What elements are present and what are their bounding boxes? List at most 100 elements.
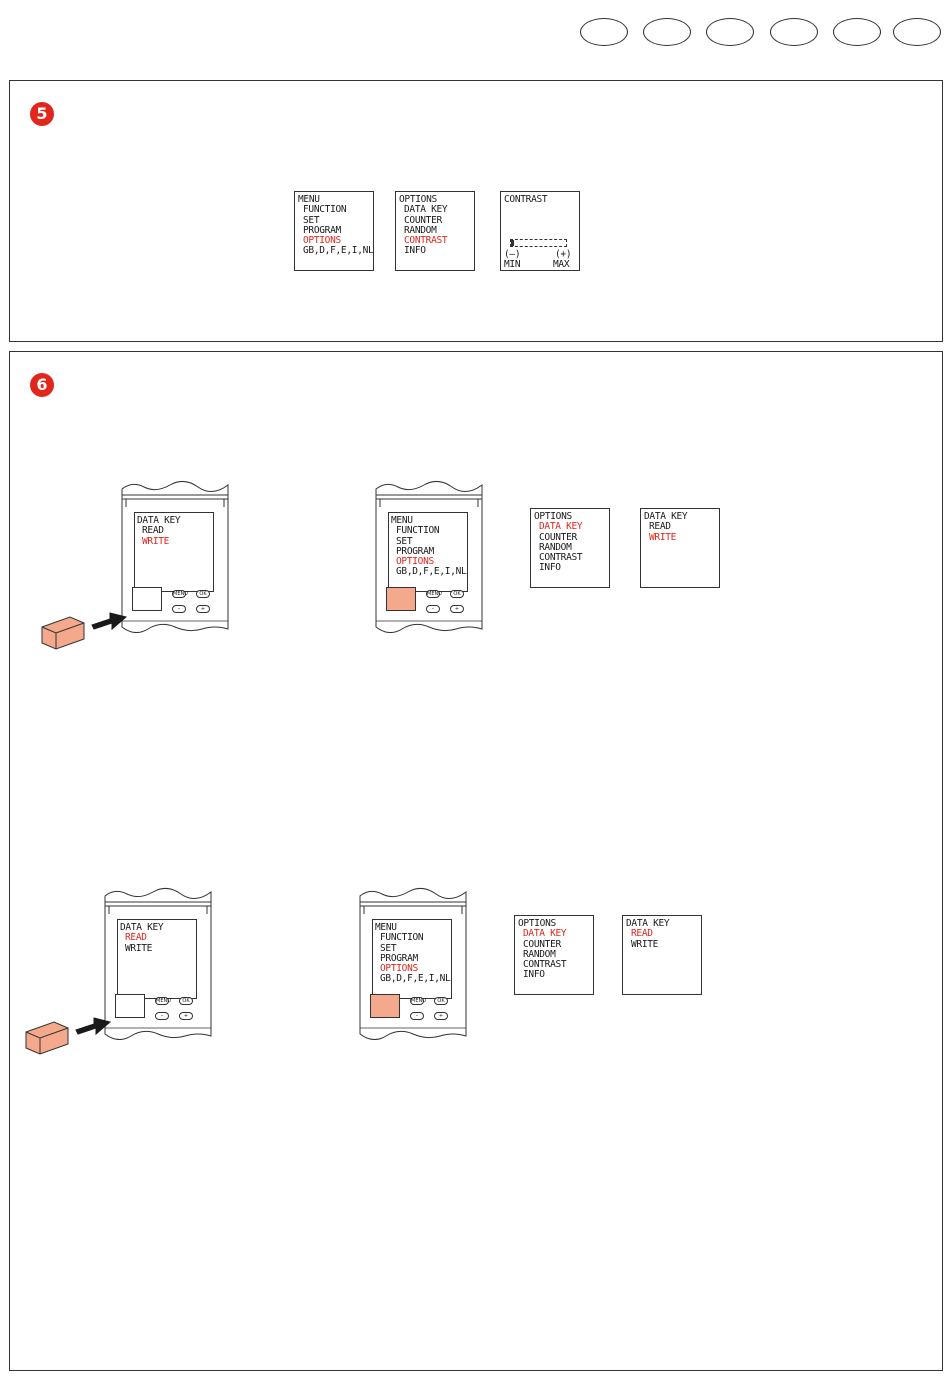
data-key-screen-read: DATA KEY READ WRITE	[622, 915, 702, 995]
menu-item: COUNTER	[523, 938, 561, 950]
menu-item: SET	[380, 942, 397, 954]
plus-button[interactable]: +	[196, 605, 210, 613]
menu-item: CONTRAST	[523, 959, 567, 971]
menu-item-selected: OPTIONS	[303, 235, 341, 247]
language-tab[interactable]	[580, 18, 628, 46]
menu-item: PROGRAM	[380, 952, 418, 964]
device-screen: MENU FUNCTION SET PROGRAM OPTIONS GB,D,F…	[372, 919, 452, 999]
menu-item: READ	[142, 525, 164, 537]
minus-button[interactable]: –	[155, 1012, 169, 1020]
step-6-badge: 6	[30, 373, 54, 397]
minus-button[interactable]: –	[410, 1012, 424, 1020]
menu-item-selected: READ	[631, 928, 653, 940]
contrast-screen: CONTRAST (–) (+) MIN MAX	[500, 191, 580, 271]
menu-item-selected: CONTRAST	[404, 235, 448, 247]
menu-item-selected: WRITE	[649, 531, 677, 543]
device-screen: MENU FUNCTION SET PROGRAM OPTIONS GB,D,F…	[388, 512, 468, 592]
menu-item: PROGRAM	[396, 545, 434, 557]
menu-item-selected: DATA KEY	[523, 928, 567, 940]
menu-item: SET	[396, 535, 413, 547]
data-key-screen-write: DATA KEY READ WRITE	[640, 508, 720, 588]
menu-item: RANDOM	[404, 224, 437, 236]
menu-button[interactable]: MENU	[426, 590, 442, 598]
menu-item: DATA KEY	[404, 204, 448, 216]
menu-item-selected: DATA KEY	[539, 521, 583, 533]
device-screen: DATA KEY READ WRITE	[117, 919, 197, 999]
screen-title: MENU	[391, 515, 413, 526]
menu-item: INFO	[539, 562, 561, 574]
screen-title: MENU	[375, 922, 397, 933]
contrast-min-label: MIN	[504, 259, 521, 270]
ok-button[interactable]: OK	[450, 590, 464, 598]
menu-item: CONTRAST	[539, 552, 583, 564]
menu-item: RANDOM	[539, 541, 572, 553]
step-5-badge: 5	[30, 102, 54, 126]
menu-screen: MENU FUNCTION SET PROGRAM OPTIONS GB,D,F…	[294, 191, 374, 271]
screen-title: OPTIONS	[399, 194, 437, 205]
step-5-panel: 5 MENU FUNCTION SET PROGRAM OPTIONS GB,D…	[9, 80, 943, 342]
device-key-write: DATA KEY READ WRITE MENU OK – +	[120, 477, 230, 633]
data-key-slot	[132, 587, 162, 611]
data-key-inserted	[386, 587, 416, 611]
menu-button[interactable]: MENU	[410, 997, 426, 1005]
menu-item: INFO	[523, 969, 545, 981]
plus-button[interactable]: +	[450, 605, 464, 613]
menu-item: READ	[649, 521, 671, 533]
ok-button[interactable]: OK	[434, 997, 448, 1005]
ok-button[interactable]: OK	[179, 997, 193, 1005]
plus-button[interactable]: +	[179, 1012, 193, 1020]
step-6-panel: 6 DATA KEY READ WRITE MENU OK – +	[9, 351, 943, 1371]
language-tabs	[580, 18, 944, 50]
screen-title: DATA KEY	[120, 922, 164, 933]
data-key-insert-illustration	[25, 1017, 112, 1055]
device-screen: DATA KEY READ WRITE	[134, 512, 214, 592]
menu-item: FUNCTION	[303, 204, 347, 216]
screen-title: OPTIONS	[534, 511, 572, 522]
data-key-insert-illustration	[41, 612, 128, 650]
device-menu-write: MENU FUNCTION SET PROGRAM OPTIONS GB,D,F…	[374, 477, 484, 633]
data-key-inserted	[370, 994, 400, 1018]
options-screen-write: OPTIONS DATA KEY COUNTER RANDOM CONTRAST…	[530, 508, 610, 588]
menu-item: COUNTER	[539, 531, 577, 543]
language-tab[interactable]	[893, 18, 941, 46]
screen-title: MENU	[298, 194, 320, 205]
menu-item: FUNCTION	[396, 525, 440, 537]
menu-item: PROGRAM	[303, 224, 341, 236]
menu-item: WRITE	[125, 942, 153, 954]
screen-title: DATA KEY	[644, 511, 688, 522]
menu-item: INFO	[404, 245, 426, 257]
menu-item: RANDOM	[523, 948, 556, 960]
menu-item: FUNCTION	[380, 932, 424, 944]
language-tab[interactable]	[706, 18, 754, 46]
contrast-max-label: MAX	[553, 259, 570, 270]
screen-title: DATA KEY	[626, 918, 670, 929]
menu-item: WRITE	[631, 938, 659, 950]
menu-item: GB,D,F,E,I,NL	[303, 245, 374, 257]
menu-item-selected: OPTIONS	[396, 556, 434, 568]
menu-item: SET	[303, 214, 320, 226]
data-key-slot	[115, 994, 145, 1018]
language-tab[interactable]	[770, 18, 818, 46]
minus-button[interactable]: –	[426, 605, 440, 613]
menu-item: GB,D,F,E,I,NL	[396, 566, 467, 578]
contrast-level-bar	[510, 239, 567, 247]
language-tab[interactable]	[833, 18, 881, 46]
options-screen: OPTIONS DATA KEY COUNTER RANDOM CONTRAST…	[395, 191, 475, 271]
device-menu-read: MENU FUNCTION SET PROGRAM OPTIONS GB,D,F…	[358, 884, 468, 1040]
contrast-plus-label: (+)	[555, 249, 572, 260]
menu-button[interactable]: MENU	[172, 590, 188, 598]
options-screen-read: OPTIONS DATA KEY COUNTER RANDOM CONTRAST…	[514, 915, 594, 995]
screen-title: DATA KEY	[137, 515, 181, 526]
menu-item-selected: READ	[125, 932, 147, 944]
language-tab[interactable]	[643, 18, 691, 46]
screen-title: OPTIONS	[518, 918, 556, 929]
screen-title: CONTRAST	[504, 194, 548, 205]
minus-button[interactable]: –	[172, 605, 186, 613]
menu-button[interactable]: MENU	[155, 997, 171, 1005]
plus-button[interactable]: +	[434, 1012, 448, 1020]
menu-item-selected: OPTIONS	[380, 963, 418, 975]
ok-button[interactable]: OK	[196, 590, 210, 598]
device-key-read: DATA KEY READ WRITE MENU OK – +	[103, 884, 213, 1040]
contrast-minus-label: (–)	[504, 249, 521, 260]
menu-item-selected: WRITE	[142, 535, 170, 547]
